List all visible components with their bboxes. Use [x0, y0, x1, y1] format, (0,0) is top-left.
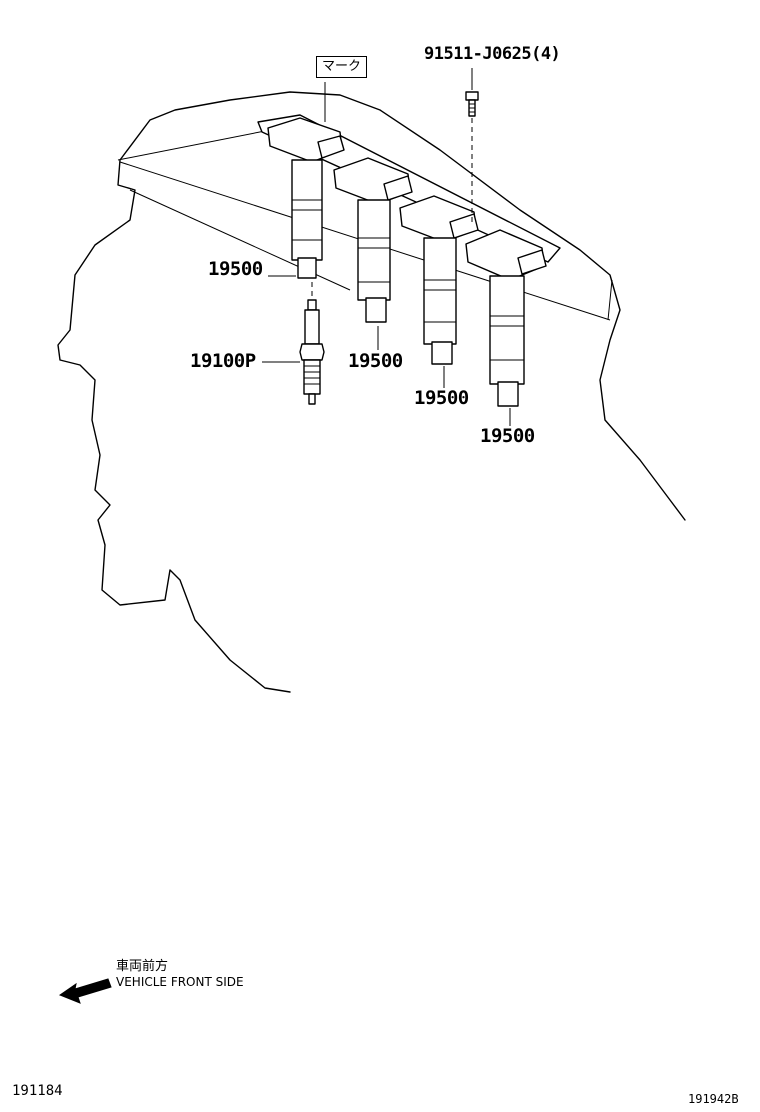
- mark-callout: マーク: [316, 56, 368, 78]
- footer-left-code: 191184: [12, 1083, 63, 1099]
- engine-outline: [57, 91, 686, 693]
- coil-3-label: 19500: [414, 387, 469, 409]
- ignition-coil-2: [333, 157, 413, 323]
- coil-2-label: 19500: [348, 350, 403, 372]
- bolt: [465, 91, 479, 117]
- spark-plug-label: 19100P: [190, 350, 256, 372]
- vehicle-front-en: VEHICLE FRONT SIDE: [116, 975, 244, 989]
- front-arrow-icon: [58, 978, 112, 1004]
- spark-plug: [299, 299, 325, 405]
- footer-right-code: 191942B: [688, 1092, 739, 1106]
- ignition-coil-3: [399, 195, 479, 365]
- ignition-coil-4: [465, 229, 547, 407]
- ignition-coil-1: [267, 117, 345, 279]
- bolt-part-label: 91511-J0625(4): [424, 44, 561, 64]
- vehicle-front-jp: 車両前方: [116, 959, 169, 974]
- coil-4-label: 19500: [480, 425, 535, 447]
- coil-1-label: 19500: [208, 258, 263, 280]
